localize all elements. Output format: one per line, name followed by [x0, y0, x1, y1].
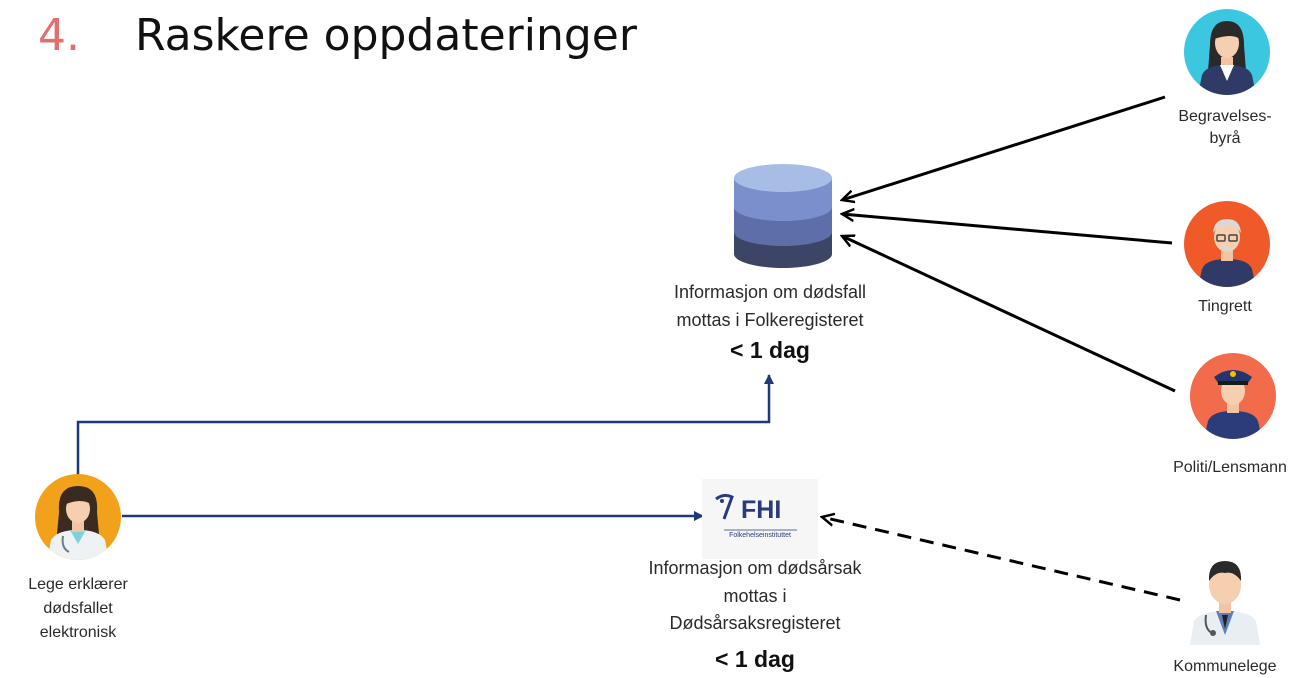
dodsarsak-label-line1: Informasjon om dødsårsak: [648, 558, 862, 578]
fhi-logo: FHI Folkehelseinstituttet: [702, 479, 818, 559]
folkeregister-label-line1: Informasjon om dødsfall: [673, 282, 867, 302]
page-title: Raskere oppdateringer: [135, 10, 637, 61]
folkeregister-time: < 1 dag: [730, 337, 810, 363]
kommunelege-label: Kommunelege: [1173, 658, 1277, 675]
doctor-avatar-icon: [1190, 561, 1260, 645]
begravelse-label-line1: Begravelses-: [1178, 108, 1272, 125]
lege-label-line3: elektronisk: [39, 624, 117, 641]
arrow-lege-to-folkeregister: [76, 374, 774, 478]
female-doctor-avatar-icon: [35, 474, 121, 560]
fhi-logo-subtext: Folkehelseinstituttet: [729, 532, 791, 539]
old-man-avatar-icon: [1184, 201, 1270, 287]
lege-label-line2: dødsfallet: [43, 600, 113, 617]
arrow-kommunelege-to-fhi: [822, 517, 1181, 602]
dodsarsak-label-line3: Dødsårsaksregisteret: [669, 613, 841, 633]
woman-avatar-icon: [1184, 9, 1270, 95]
tingrett-label: Tingrett: [1198, 298, 1252, 315]
begravelse-label-line2: byrå: [1209, 130, 1241, 147]
lege-label-line1: Lege erklærer: [28, 576, 128, 593]
police-avatar-icon: [1190, 353, 1276, 439]
dodsarsak-time: < 1 dag: [715, 646, 795, 672]
folkeregister-label-line2: mottas i Folkeregisteret: [676, 310, 864, 330]
dodsarsak-label-line2: mottas i: [723, 586, 787, 606]
arrow-politi-to-db: [842, 236, 1176, 393]
database-icon: [734, 164, 832, 268]
title-number: 4.: [38, 10, 80, 61]
arrow-begravelse-to-db: [842, 95, 1166, 200]
arrow-tingrett-to-db: [842, 214, 1173, 245]
fhi-logo-text: FHI: [741, 496, 782, 524]
politi-label: Politi/Lensmann: [1173, 459, 1287, 476]
